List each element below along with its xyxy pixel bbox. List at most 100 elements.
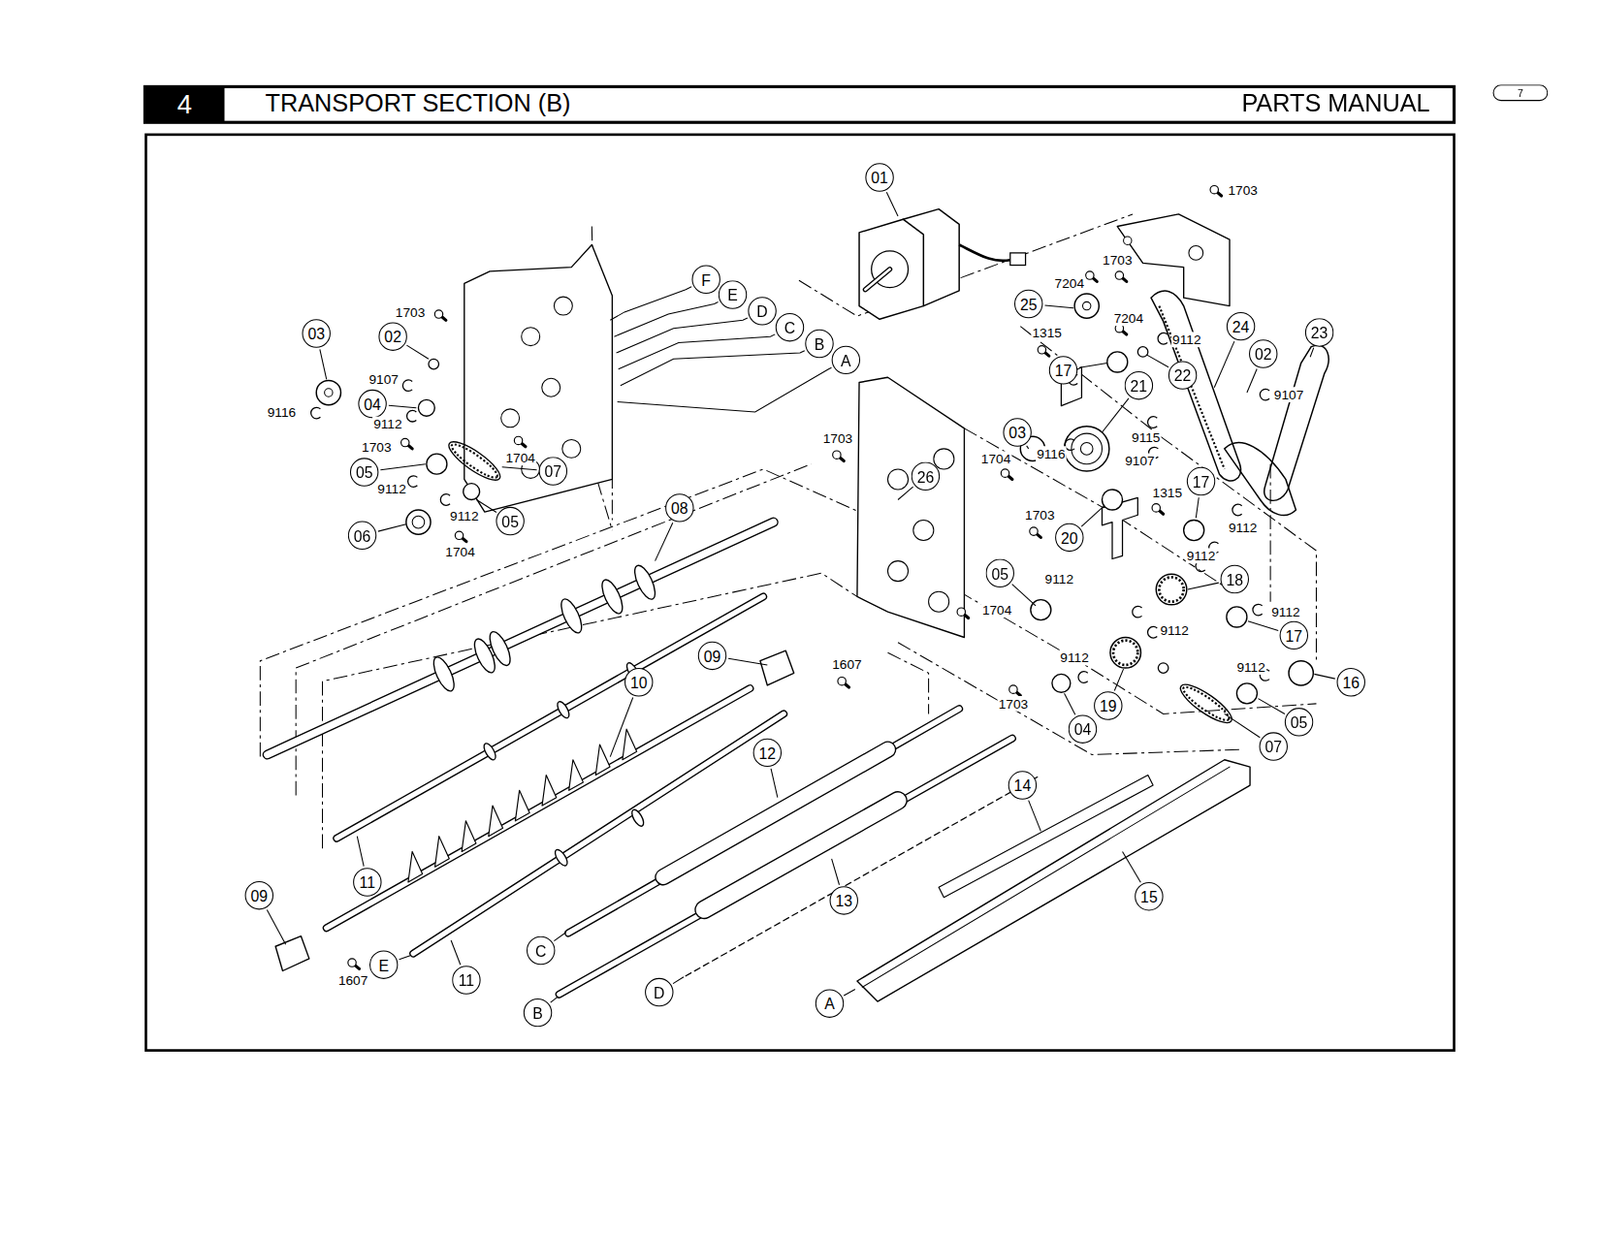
- callout-number: 16: [1342, 674, 1360, 691]
- callout-circle: D: [747, 296, 776, 325]
- screw-head: [513, 436, 522, 445]
- leader-line: [843, 989, 856, 996]
- motor-shaft: [864, 269, 890, 290]
- e-ring: [402, 380, 413, 392]
- callout-number: F: [701, 271, 711, 288]
- leader-line: [550, 996, 559, 1003]
- part-number: 7204: [1113, 310, 1146, 326]
- page-number-box: 7: [1493, 84, 1549, 101]
- part-number: 1703: [997, 696, 1030, 712]
- callout-circle: 03: [301, 319, 330, 348]
- section-number-box: 4: [144, 86, 224, 123]
- page-frame: [145, 134, 1454, 1052]
- part-number: 9116: [1035, 446, 1067, 462]
- leader-line: [1101, 398, 1129, 433]
- callout-number: 20: [1060, 530, 1079, 546]
- callout-circle: 01: [864, 162, 894, 192]
- callout-number: 21: [1130, 378, 1149, 394]
- gear: [1110, 638, 1142, 670]
- screw-head: [401, 438, 410, 447]
- leader-line: [1079, 363, 1108, 369]
- shaft-10: [326, 688, 751, 928]
- callout-number: 08: [671, 500, 689, 516]
- collar: [481, 741, 499, 763]
- e-ring: [311, 407, 321, 419]
- pulley: [426, 453, 448, 475]
- leader-line: [1247, 369, 1257, 393]
- callout-circle: 02: [1248, 339, 1278, 368]
- pulley-hub: [1080, 443, 1093, 456]
- motor-shaft: [864, 269, 890, 290]
- collar: [552, 847, 570, 867]
- leader-line: [672, 977, 684, 985]
- callout-number: B: [814, 336, 826, 352]
- part-number: 9115: [1130, 429, 1162, 446]
- part-number: 9112: [448, 508, 480, 524]
- callout-number: D: [653, 985, 665, 1001]
- leader-line: [378, 524, 407, 532]
- callout-number: A: [824, 995, 835, 1012]
- callout-circle: E: [369, 950, 398, 979]
- callout-circle: 05: [495, 507, 524, 536]
- callout-circle: 25: [1014, 289, 1043, 319]
- callout-number: 01: [870, 169, 889, 186]
- callout-circle: C: [526, 936, 555, 965]
- callout-number: 09: [704, 648, 722, 665]
- paddle: [569, 760, 584, 792]
- screw-head: [454, 531, 463, 540]
- motor-cable: [959, 244, 1011, 260]
- leader-line: [618, 334, 776, 370]
- callout-circle: 20: [1055, 523, 1084, 552]
- leader-line: [655, 522, 673, 561]
- pulley: [316, 380, 341, 405]
- callout-number: 11: [458, 972, 475, 989]
- callout-number: 26: [917, 468, 935, 484]
- large-pulley: [1071, 433, 1103, 465]
- part-number: 1703: [822, 430, 855, 447]
- leader-line: [266, 909, 286, 945]
- shaft-10: [326, 688, 751, 928]
- screw-head: [1009, 685, 1018, 694]
- callout-circle: 07: [1259, 732, 1288, 761]
- callout-circle: 13: [830, 886, 859, 915]
- callout-number: 10: [630, 674, 648, 691]
- part-number: 9112: [1270, 604, 1302, 620]
- callout-circle: A: [832, 346, 861, 375]
- part-number: 1703: [1226, 183, 1259, 199]
- screw-head: [1152, 504, 1160, 512]
- bracket: [1117, 214, 1230, 307]
- callout-number: 7: [1517, 87, 1524, 99]
- screw-head: [348, 959, 356, 967]
- roller-disc: [557, 596, 586, 637]
- leader-line: [1214, 341, 1235, 388]
- callout-number: 03: [1008, 424, 1026, 441]
- bearing: [1184, 520, 1205, 542]
- roller-disc: [429, 654, 458, 695]
- callout-number: 04: [1074, 721, 1092, 737]
- shaft-12: [568, 708, 960, 933]
- part-number: 9107: [1273, 386, 1306, 403]
- callout-number: 05: [355, 464, 374, 480]
- leader-line: [617, 367, 832, 413]
- part-number: 1703: [1101, 252, 1134, 268]
- center-frame: [857, 377, 964, 638]
- callout-number: 02: [384, 328, 402, 345]
- e-ring: [1078, 672, 1088, 684]
- frame-hole: [888, 469, 909, 490]
- leader-line: [406, 345, 429, 359]
- part-number: 9112: [372, 416, 404, 433]
- callout-number: 17: [1285, 628, 1304, 644]
- callout-number: B: [532, 1005, 544, 1022]
- screw-head: [957, 608, 965, 616]
- callout-circle: 15: [1134, 882, 1163, 911]
- frame-hole: [521, 327, 541, 347]
- callout-number: 03: [307, 325, 325, 342]
- shaft-12: [568, 708, 960, 933]
- callout-circle: 16: [1337, 668, 1366, 697]
- frame-hole: [888, 561, 909, 582]
- washer: [1137, 347, 1149, 358]
- roller-disc: [470, 636, 499, 676]
- callout-number: E: [378, 957, 389, 973]
- callout-circle: D: [644, 978, 673, 1007]
